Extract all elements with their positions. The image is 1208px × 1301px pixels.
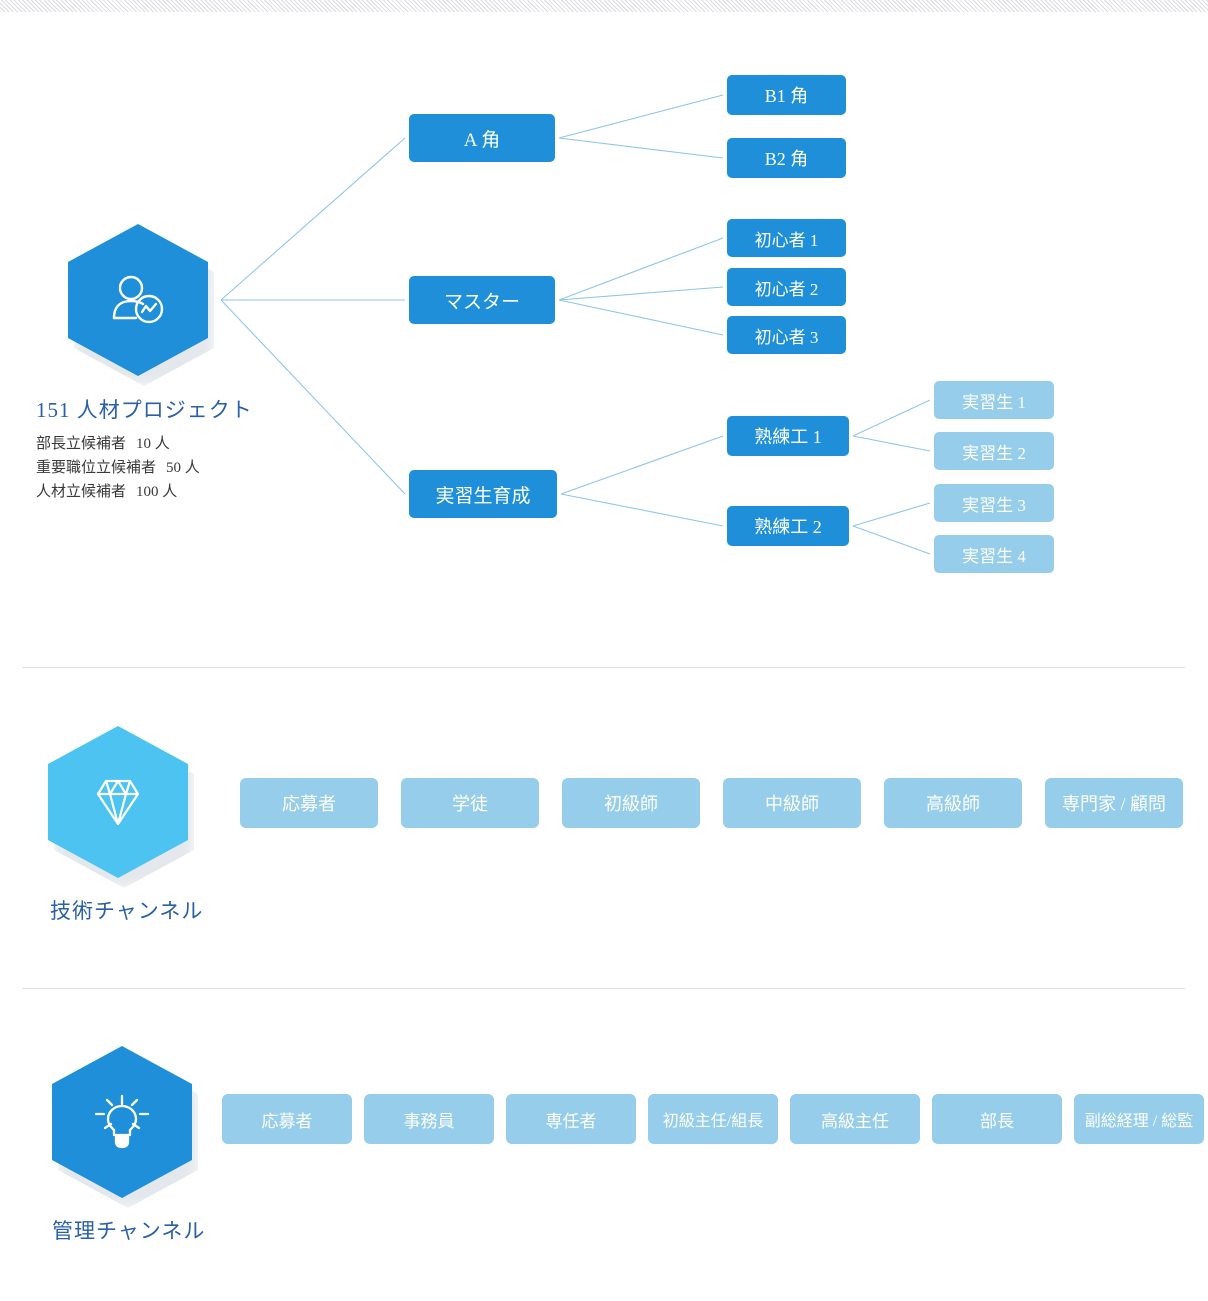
- mgmt-rung-2[interactable]: 専任者: [506, 1094, 636, 1144]
- tech-rung-5[interactable]: 専門家 / 顧問: [1045, 778, 1183, 828]
- project-stats-list: 部長立候補者 10 人 重要職位立候補者 50 人 人材立候補者 100 人: [36, 432, 200, 504]
- mgmt-rung-1[interactable]: 事務員: [364, 1094, 494, 1144]
- page-title-mgmt: 管理チャンネル: [52, 1219, 206, 1243]
- diamond-icon: [86, 772, 150, 832]
- stat-row: 重要職位立候補者 50 人: [36, 456, 200, 480]
- tech-rung-1[interactable]: 学徒: [401, 778, 539, 828]
- page-title-tech: 技術チャンネル: [50, 899, 204, 923]
- tech-rung-4[interactable]: 高級師: [884, 778, 1022, 828]
- node-skilled-worker-2[interactable]: 熟練工 2: [727, 506, 849, 546]
- mgmt-rung-3[interactable]: 初級主任/組長: [648, 1094, 778, 1144]
- mgmt-rung-0[interactable]: 応募者: [222, 1094, 352, 1144]
- node-b2-kaku[interactable]: B2 角: [727, 138, 846, 178]
- node-intern-2[interactable]: 実習生 2: [934, 432, 1054, 470]
- stat-value: 50 人: [166, 460, 200, 476]
- node-beginner-1[interactable]: 初心者 1: [727, 219, 846, 257]
- mgmt-rung-4[interactable]: 高級主任: [790, 1094, 920, 1144]
- node-b1-kaku[interactable]: B1 角: [727, 75, 846, 115]
- mgmt-rung-5[interactable]: 部長: [932, 1094, 1062, 1144]
- node-intern-4[interactable]: 実習生 4: [934, 535, 1054, 573]
- node-intern-3[interactable]: 実習生 3: [934, 484, 1054, 522]
- stat-value: 100 人: [136, 484, 178, 500]
- section-divider-2: [22, 988, 1185, 989]
- tech-channel-ladder: 応募者 学徒 初級師 中級師 高級師 専門家 / 顧問: [240, 778, 1183, 828]
- mgmt-channel-ladder: 応募者 事務員 専任者 初級主任/組長 高級主任 部長 副総経理 / 総監: [222, 1094, 1204, 1144]
- node-a-kaku[interactable]: A 角: [409, 114, 555, 162]
- node-beginner-2[interactable]: 初心者 2: [727, 268, 846, 306]
- top-hatch-band: [0, 0, 1208, 12]
- node-skilled-worker-1[interactable]: 熟練工 1: [727, 416, 849, 456]
- stat-row: 人材立候補者 100 人: [36, 480, 200, 504]
- tech-rung-3[interactable]: 中級師: [723, 778, 861, 828]
- stat-label: 重要職位立候補者: [36, 460, 157, 476]
- person-analytics-icon: [106, 268, 170, 332]
- node-beginner-3[interactable]: 初心者 3: [727, 316, 846, 354]
- tech-rung-0[interactable]: 応募者: [240, 778, 378, 828]
- section-divider-1: [22, 667, 1185, 668]
- node-master[interactable]: マスター: [409, 276, 555, 324]
- stat-row: 部長立候補者 10 人: [36, 432, 200, 456]
- stat-label: 人材立候補者: [36, 484, 127, 500]
- stat-value: 10 人: [136, 436, 170, 452]
- stat-label: 部長立候補者: [36, 436, 127, 452]
- node-trainee-development[interactable]: 実習生育成: [409, 470, 557, 518]
- tech-rung-2[interactable]: 初級師: [562, 778, 700, 828]
- page-title-project: 151 人材プロジェクト: [36, 398, 253, 422]
- hexagon-badge-mgmt: [52, 1046, 192, 1198]
- mgmt-rung-6[interactable]: 副総経理 / 総監: [1074, 1094, 1204, 1144]
- lightbulb-icon: [90, 1090, 154, 1154]
- node-intern-1[interactable]: 実習生 1: [934, 381, 1054, 419]
